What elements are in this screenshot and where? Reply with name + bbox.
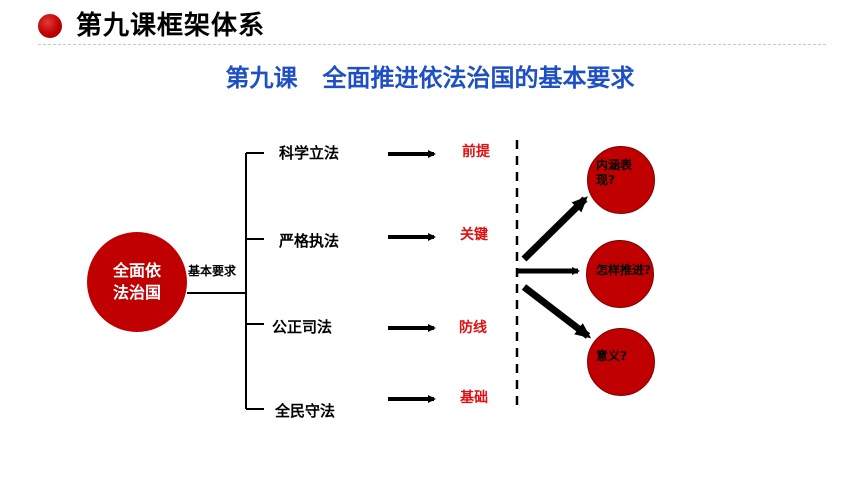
question-arrow-1 — [521, 196, 588, 262]
question-node — [587, 328, 655, 396]
question-text-line: 怎样推进? — [596, 263, 651, 277]
question-arrow-3 — [521, 284, 592, 339]
question-text-line: 意义? — [596, 349, 627, 363]
item-role: 基础 — [460, 390, 488, 406]
item-label: 严格执法 — [279, 232, 340, 250]
main-title: 第九课 全面推进依法治国的基本要求 — [225, 64, 635, 92]
connector-label: 基本要求 — [188, 264, 237, 278]
header-divider — [38, 44, 826, 45]
item-label: 全民守法 — [275, 402, 336, 420]
item-role: 前提 — [462, 144, 490, 160]
question-text-line: 内涵表 — [596, 158, 633, 172]
item-label: 公正司法 — [272, 318, 333, 336]
question-node — [586, 240, 654, 308]
root-node: 全面依 法治国 — [87, 232, 187, 332]
header-bullet-icon — [38, 14, 62, 38]
question-text: 怎样推进? — [596, 263, 651, 278]
item-role: 防线 — [459, 320, 487, 336]
question-text: 内涵表 现? — [596, 158, 632, 188]
item-label: 科学立法 — [279, 144, 340, 162]
item-role: 关键 — [460, 227, 488, 243]
question-node — [587, 146, 655, 214]
root-node-line-1: 全面依 — [112, 261, 161, 280]
question-text: 意义? — [596, 349, 627, 364]
header-title: 第九课框架体系 — [76, 11, 266, 41]
question-text-line: 现? — [596, 173, 615, 187]
root-node-line-2: 法治国 — [112, 283, 161, 302]
